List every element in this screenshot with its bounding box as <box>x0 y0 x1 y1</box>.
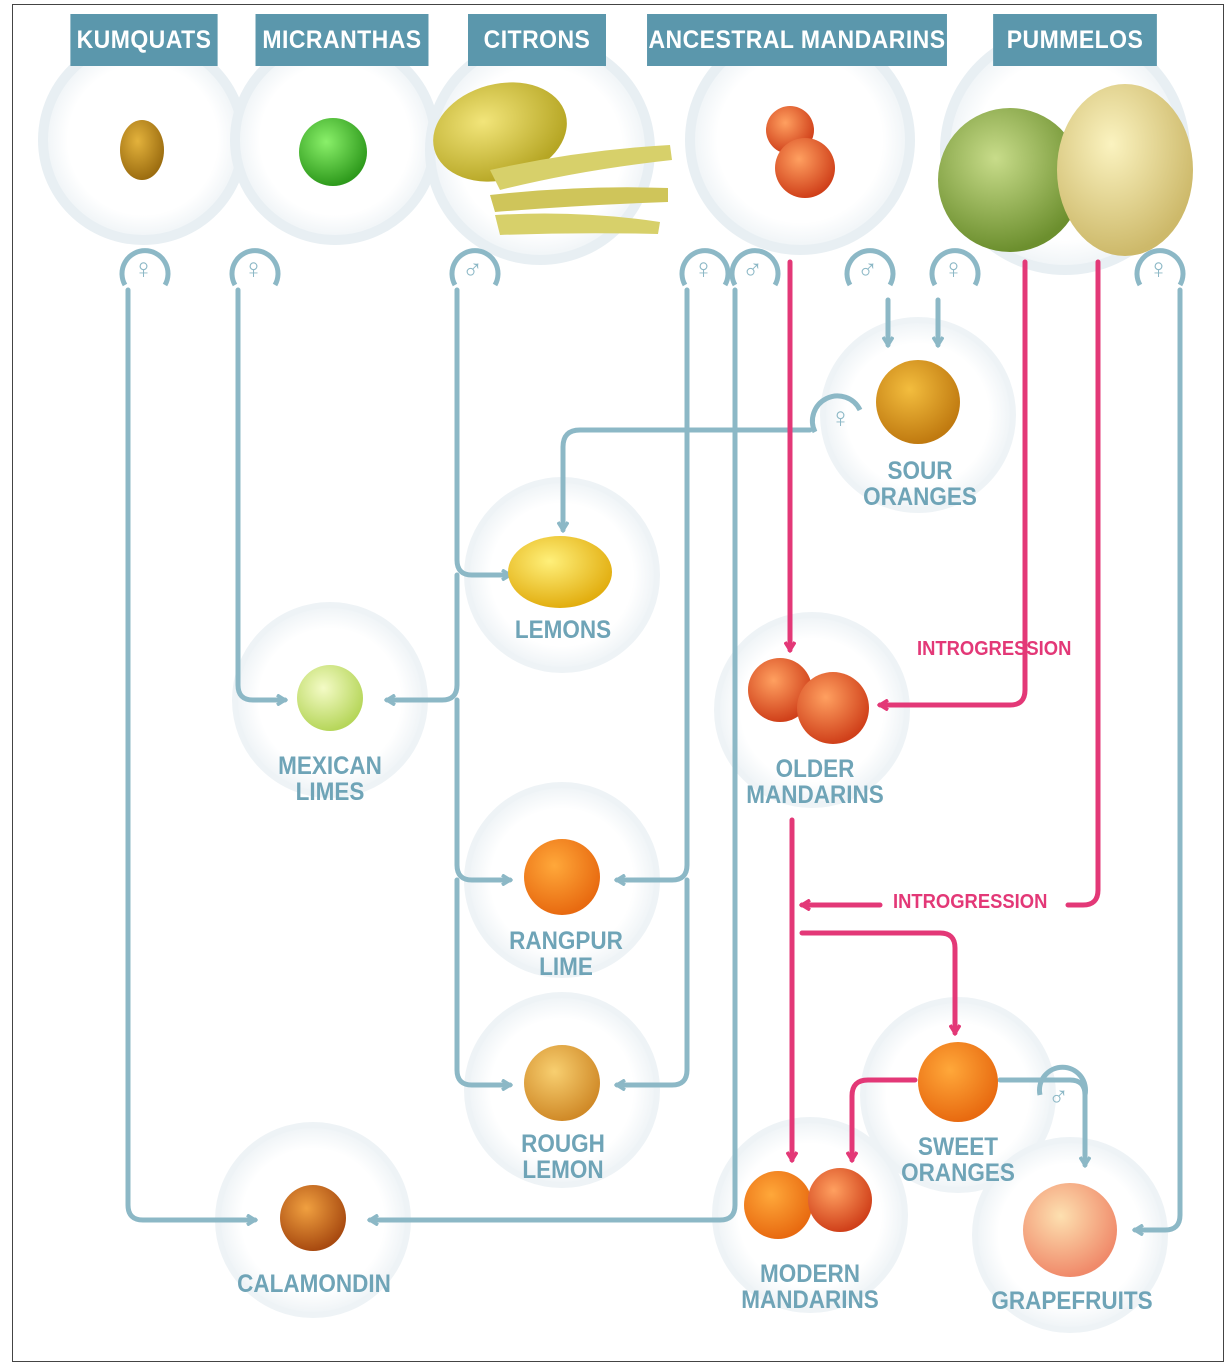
label-lemons: LEMONS <box>515 617 611 643</box>
label-modern-mandarins: MODERN MANDARINS <box>741 1261 879 1313</box>
label-mexican-limes-line1: MEXICAN <box>278 753 382 779</box>
female-symbol-sour-orange: ♀ <box>830 402 851 434</box>
label-rough-lemon-line2: LEMON <box>521 1157 605 1183</box>
label-mexican-limes-line2: LIMES <box>278 779 382 805</box>
rough-lemon-fruit <box>524 1045 600 1121</box>
label-modern-mandarins-line2: MANDARINS <box>741 1287 879 1313</box>
rangpur-lime-fruit <box>524 839 600 915</box>
male-symbol-sweet-orange: ♂ <box>1048 1080 1069 1112</box>
label-grapefruits-line1: GRAPEFRUITS <box>991 1288 1152 1314</box>
pummelo-introgression-modern <box>1068 262 1098 905</box>
mexican-lime-fruit <box>297 665 363 731</box>
label-calamondin: CALAMONDIN <box>237 1271 391 1297</box>
label-rough-lemon: ROUGH LEMON <box>521 1131 605 1183</box>
sour-orange-fruit <box>876 360 960 444</box>
introgression-label-modern: INTROGRESSION <box>893 891 1047 914</box>
lemon-fruit <box>508 536 612 608</box>
introgression-label-older: INTROGRESSION <box>917 638 1071 661</box>
grapefruit-fruit <box>1023 1183 1117 1277</box>
label-mexican-limes: MEXICAN LIMES <box>278 753 382 805</box>
label-sweet-oranges-line1: SWEET <box>901 1134 1015 1160</box>
label-rangpur-lime-line2: LIME <box>509 954 623 980</box>
label-lemons-line1: LEMONS <box>515 617 611 643</box>
label-older-mandarins: OLDER MANDARINS <box>746 756 884 808</box>
header-pummelos: PUMMELOS <box>993 14 1157 66</box>
female-symbol-micrantha: ♀ <box>243 253 264 285</box>
male-symbol-mandarin: ♂ <box>742 253 763 285</box>
female-symbol-mandarin: ♀ <box>693 253 714 285</box>
pummelo-to-grapefruit <box>1135 290 1180 1230</box>
sweet-orange-fruit <box>918 1042 998 1122</box>
calamondin-fruit <box>280 1185 346 1251</box>
label-rangpur-lime-line1: RANGPUR <box>509 928 623 954</box>
label-sour-oranges-line2: ORANGES <box>863 484 977 510</box>
female-symbol-pummelo: ♀ <box>943 253 964 285</box>
kumquat-fruit <box>120 120 164 180</box>
micrantha-fruit <box>299 118 367 186</box>
female-symbol-pummelo-grapefruit: ♀ <box>1148 253 1169 285</box>
header-ancestral-mandarins: ANCESTRAL MANDARINS <box>647 14 947 66</box>
label-sweet-oranges-line2: ORANGES <box>901 1160 1015 1186</box>
label-grapefruits: GRAPEFRUITS <box>991 1288 1152 1314</box>
header-kumquats: KUMQUATS <box>70 14 217 66</box>
label-older-mandarins-line2: MANDARINS <box>746 782 884 808</box>
female-symbol-kumquat: ♀ <box>133 253 154 285</box>
label-older-mandarins-line1: OLDER <box>746 756 884 782</box>
male-symbol-citron: ♂ <box>462 253 483 285</box>
male-symbol-mandarin-sour: ♂ <box>857 253 878 285</box>
header-micranthas: MICRANTHAS <box>256 14 429 66</box>
label-rangpur-lime: RANGPUR LIME <box>509 928 623 980</box>
label-rough-lemon-line1: ROUGH <box>521 1131 605 1157</box>
label-calamondin-line1: CALAMONDIN <box>237 1271 391 1297</box>
label-sweet-oranges: SWEET ORANGES <box>901 1134 1015 1186</box>
label-modern-mandarins-line1: MODERN <box>741 1261 879 1287</box>
label-sour-oranges-line1: SOUR <box>863 458 977 484</box>
header-citrons: CITRONS <box>468 14 606 66</box>
label-sour-oranges: SOUR ORANGES <box>863 458 977 510</box>
